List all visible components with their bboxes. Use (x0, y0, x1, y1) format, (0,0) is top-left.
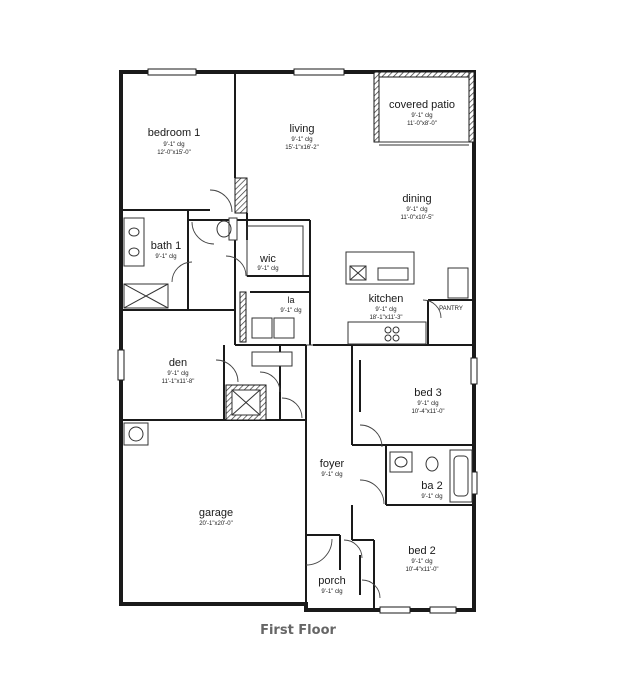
room-ceiling-dining: 9'-1" clg (406, 207, 427, 213)
room-size-kitchen: 18'-1"x11'-3" (369, 315, 402, 321)
room-size-bed3: 10'-4"x11'-0" (411, 409, 444, 415)
room-name-porch: porch (318, 575, 346, 587)
door-swings (171, 189, 442, 599)
room-size-bedroom1: 12'-0"x15'-0" (157, 150, 191, 156)
room-ceiling-ba2: 9'-1" clg (421, 494, 442, 500)
room-ceiling-foyer: 9'-1" clg (321, 472, 342, 478)
room-name-laundry: la (287, 295, 294, 305)
room-ceiling-bath1: 9'-1" clg (155, 254, 176, 260)
fixtures (123, 217, 474, 503)
room-name-living: living (289, 123, 314, 135)
room-ceiling-bed2: 9'-1" clg (411, 559, 432, 565)
room-ceiling-bed3: 9'-1" clg (417, 401, 438, 407)
room-ceiling-kitchen: 9'-1" clg (375, 307, 396, 313)
room-size-dining: 11'-0"x10'-5" (400, 215, 433, 221)
room-ceiling-wic: 9'-1" clg (257, 266, 278, 272)
room-ceiling-bedroom1: 9'-1" clg (163, 142, 184, 148)
room-size-covered-patio: 11'-0"x8'-0" (407, 121, 437, 127)
room-name-garage: garage (199, 507, 233, 519)
room-labels: bedroom 1 9'-1" clg 12'-0"x15'-0" living… (148, 99, 463, 595)
room-name-den: den (169, 357, 187, 369)
room-name-wic: wic (259, 253, 276, 265)
room-ceiling-porch: 9'-1" clg (321, 589, 342, 595)
room-name-kitchen: kitchen (369, 293, 404, 305)
room-name-pantry: PANTRY (439, 306, 463, 312)
room-ceiling-living: 9'-1" clg (291, 137, 312, 143)
room-name-bed2: bed 2 (408, 545, 436, 557)
room-size-den: 11'-1"x11'-8" (162, 379, 195, 385)
covered-patio-frame (373, 71, 475, 146)
room-size-garage: 20'-1"x20'-0" (199, 521, 233, 527)
room-name-foyer: foyer (320, 458, 345, 470)
room-name-bath1: bath 1 (151, 240, 182, 252)
room-ceiling-covered-patio: 9'-1" clg (411, 113, 432, 119)
interior-walls (121, 72, 474, 610)
room-name-ba2: ba 2 (421, 480, 442, 492)
floor-caption: First Floor (260, 623, 336, 638)
room-name-bed3: bed 3 (414, 387, 442, 399)
room-size-bed2: 10'-4"x11'-0" (405, 567, 438, 573)
room-name-covered-patio: covered patio (389, 99, 455, 111)
room-size-living: 15'-1"x16'-2" (285, 145, 319, 151)
room-name-dining: dining (402, 193, 431, 205)
room-ceiling-laundry: 9'-1" clg (280, 308, 301, 314)
room-ceiling-den: 9'-1" clg (167, 371, 188, 377)
room-name-bedroom1: bedroom 1 (148, 127, 201, 139)
